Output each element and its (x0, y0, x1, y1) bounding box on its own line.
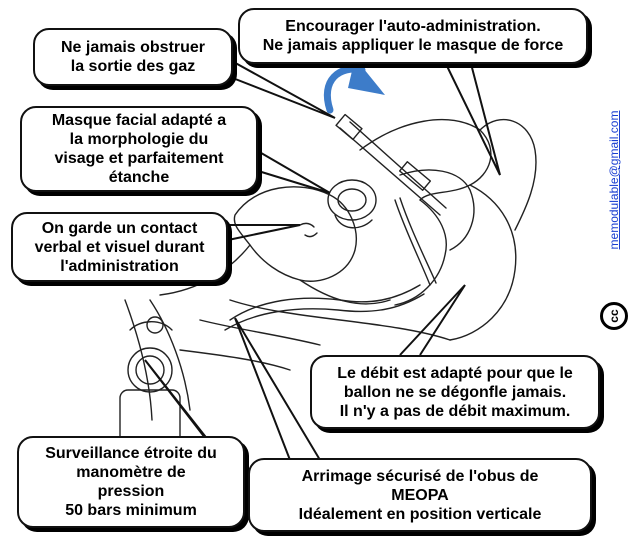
callout-surveillance: Surveillance étroite du manomètre de pre… (17, 436, 245, 528)
callout-encourage: Encourager l'auto-administration. Ne jam… (238, 8, 588, 64)
callout-contact-text: On garde un contact verbal et visuel dur… (34, 219, 205, 275)
callout-flow-rate-text: Le débit est adapté pour que le ballon n… (337, 364, 573, 420)
callout-flow-rate: Le débit est adapté pour que le ballon n… (310, 355, 600, 429)
callout-pointers (144, 59, 501, 466)
callout-no-obstruct-text: Ne jamais obstruer la sortie des gaz (60, 39, 206, 75)
cc-license-label: cc (607, 309, 621, 323)
email-text[interactable]: memodulable@gmail.com (607, 110, 621, 250)
callout-contact: On garde un contact verbal et visuel dur… (11, 212, 228, 282)
callout-mask-fit: Masque facial adapté a la morphologie du… (20, 106, 258, 192)
cc-license-icon: cc (600, 302, 628, 330)
callout-encourage-text: Encourager l'auto-administration. Ne jam… (262, 18, 564, 54)
email-link[interactable]: memodulable@gmail.com (603, 60, 625, 300)
rotation-arrow-head (348, 58, 385, 95)
callout-securing: Arrimage sécurisé de l'obus de MEOPA Idé… (248, 458, 592, 532)
callout-securing-text: Arrimage sécurisé de l'obus de MEOPA Idé… (298, 467, 542, 523)
callout-no-obstruct: Ne jamais obstruer la sortie des gaz (33, 28, 233, 86)
patient-drawing (119, 113, 537, 451)
callout-surveillance-text: Surveillance étroite du manomètre de pre… (45, 445, 217, 519)
callout-mask-fit-text: Masque facial adapté a la morphologie du… (51, 112, 227, 186)
